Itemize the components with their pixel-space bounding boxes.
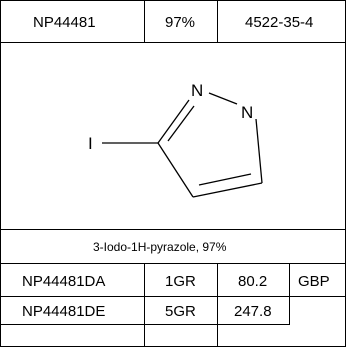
header-divider-1 <box>144 0 145 43</box>
c5-c4-bond <box>192 182 263 198</box>
product-name: 3-Iodo-1H-pyrazole, 97% <box>93 240 227 254</box>
c3-n2-bond-inner <box>167 105 195 142</box>
pricing-price: 247.8 <box>234 303 272 320</box>
c4-c3-bond <box>157 142 194 198</box>
molecule-structure: I N N <box>88 81 263 198</box>
pricing-size: 1GR <box>165 273 196 290</box>
pricing-col-rule-1 <box>144 263 145 347</box>
pricing-price: 80.2 <box>238 273 268 290</box>
pricing-sku: NP44481DA <box>22 273 106 290</box>
header-bottom-rule <box>0 42 346 43</box>
atom-label-iodine: I <box>88 134 93 153</box>
purity-value: 97% <box>165 14 196 31</box>
atom-label-n2: N <box>191 81 203 100</box>
n2-n1-bond <box>208 92 238 105</box>
pricing-col-rule-3 <box>289 263 290 325</box>
name-row-bottom-rule <box>0 263 346 264</box>
header-divider-2 <box>217 0 218 43</box>
pricing-size: 5GR <box>165 303 196 320</box>
pricing-currency: GBP <box>298 273 330 290</box>
pricing-row-rule-2 <box>0 324 290 325</box>
pricing-sku: NP44481DE <box>22 303 106 320</box>
name-row-top-rule <box>0 229 346 230</box>
catalog-number: NP44481 <box>33 14 96 31</box>
c5-c4-bond-inner <box>198 173 252 186</box>
cas-number: 4522-35-4 <box>245 14 314 31</box>
c3-n2-bond <box>157 99 190 144</box>
atom-label-n1: N <box>241 103 253 122</box>
pricing-col-rule-2 <box>217 263 218 347</box>
pricing-row-rule-1 <box>0 296 346 297</box>
n1-c5-bond <box>255 118 263 184</box>
